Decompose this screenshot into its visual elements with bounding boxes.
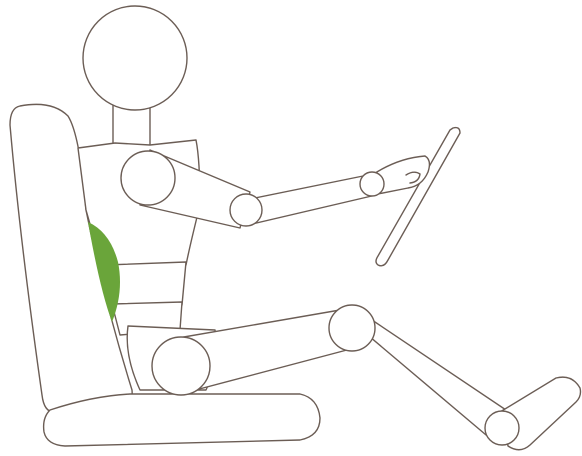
hip-joint: [152, 337, 210, 395]
head: [83, 6, 187, 110]
knee-joint: [329, 305, 375, 351]
wrist-joint: [360, 172, 384, 196]
forearm: [245, 175, 376, 224]
shoulder-joint: [121, 151, 175, 205]
elbow-joint: [230, 194, 262, 226]
seat-cushion: [44, 394, 320, 446]
ankle-joint: [485, 411, 519, 445]
steering-wheel: [376, 128, 460, 266]
